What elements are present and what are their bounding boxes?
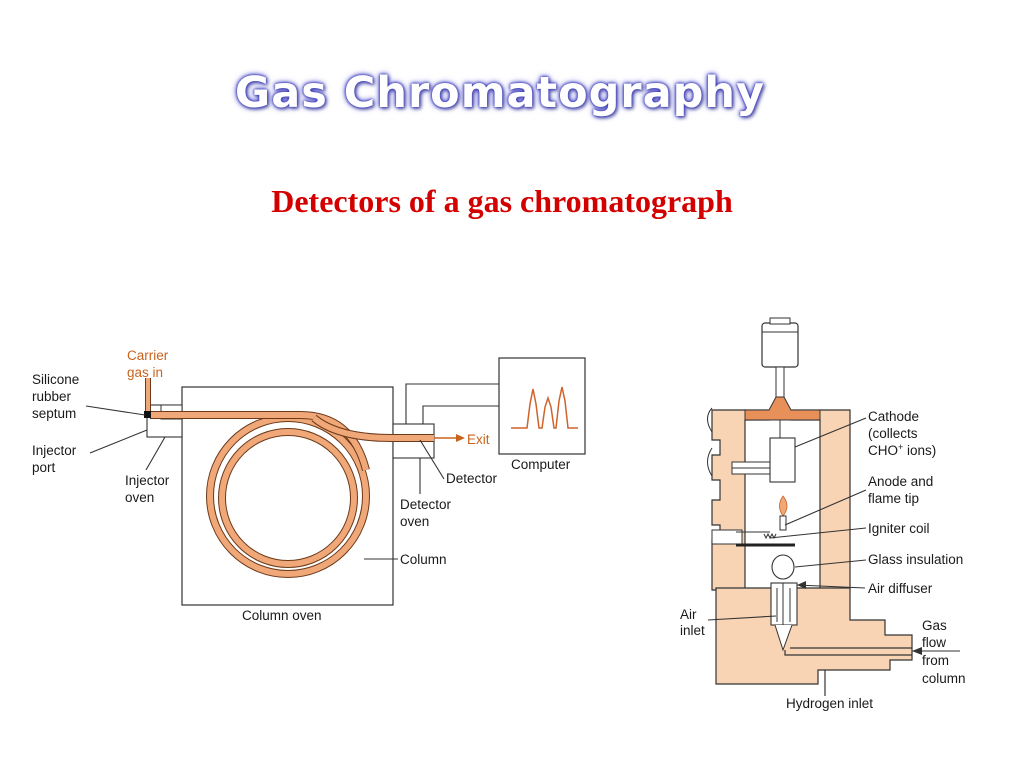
label-gas-1: Gas [922,618,947,633]
computer-box [498,357,586,455]
label-column: Column [400,552,447,567]
label-detoven-2: oven [400,514,429,529]
septum-marker [144,411,151,418]
label-cathode-sup: + [898,442,903,452]
fid-stem [775,366,785,398]
label-gas-3: from [922,653,949,668]
label-septum-3: septum [32,406,76,421]
fid-flame [779,495,788,517]
slide-subtitle: Detectors of a gas chromatograph [271,183,733,219]
label-cathode-2: (collects [868,426,918,441]
label-cathode-3: CHO+ ions) [868,442,936,458]
fid-top-connector [761,322,799,368]
label-septum-2: rubber [32,389,72,404]
label-cathode-3a: CHO [868,443,898,458]
chromatogram-trace [511,386,578,429]
signal-wire-2 [422,405,499,424]
gc-leader-lines [85,405,445,560]
label-septum-1: Silicone [32,372,79,387]
label-air-inlet-2: inlet [680,623,705,638]
column-coil [150,411,434,578]
label-column-oven: Column oven [242,608,322,623]
fid-cathode [769,437,796,483]
fid-glass-insulation [771,554,795,580]
label-injoven-1: Injector [125,473,170,488]
fid-air-diffuser [770,582,798,626]
fid-lower-body [715,587,913,685]
exit-arrowhead [456,434,465,442]
label-anode-2: flame tip [868,491,919,506]
fid-gas-arrowhead [912,647,922,655]
label-air-inlet-1: Air [680,607,697,622]
fid-diffuser-arrowhead [797,581,806,589]
fid-cutaway: Cathode (collects CHO+ ions) Anode and f… [680,317,966,711]
label-detector: Detector [446,471,498,486]
fid-gas-tube [784,650,912,656]
slide-title: Gas Chromatography [234,68,766,118]
label-detoven-1: Detector [400,497,452,512]
label-igniter: Igniter coil [868,521,930,536]
label-computer: Computer [511,457,571,472]
fid-leader-lines [707,417,960,652]
label-carrier-2: gas in [127,365,163,380]
fid-upper-housing [711,409,770,591]
label-exit: Exit [467,432,490,447]
label-gas-2: flow [922,635,946,650]
label-gas-4: column [922,671,966,686]
label-injoven-2: oven [125,490,154,505]
label-injport-1: Injector [32,443,77,458]
signal-wire-1 [405,383,499,424]
label-hydrogen: Hydrogen inlet [786,696,873,711]
label-glass: Glass insulation [868,552,963,567]
label-anode-1: Anode and [868,474,933,489]
gc-schematic: Carrier gas in Silicone rubber septum In… [32,348,586,623]
label-cathode-1: Cathode [868,409,919,424]
label-cathode-3b: ions) [903,443,936,458]
label-carrier-1: Carrier [127,348,169,363]
label-air-diffuser: Air diffuser [868,581,933,596]
label-injport-2: port [32,460,56,475]
fid-cathode-mount [744,396,821,421]
